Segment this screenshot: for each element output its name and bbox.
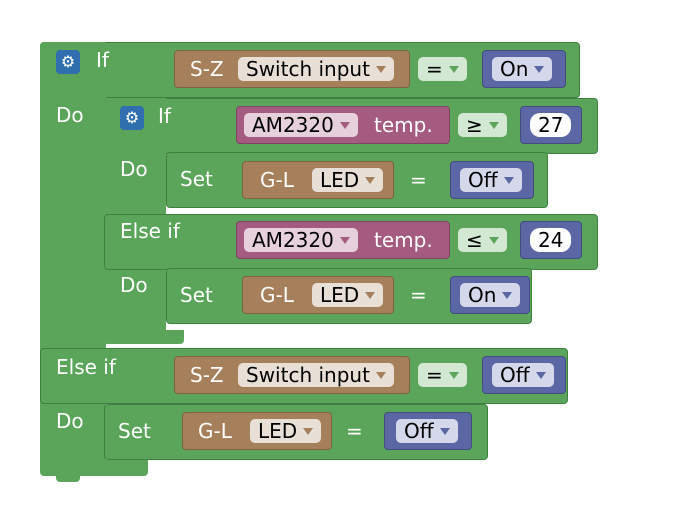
inner-do2-label: Do (120, 273, 148, 297)
sensor-dropdown[interactable]: AM2320 (244, 113, 358, 137)
dropdown-arrow-icon (439, 427, 450, 435)
operator-dropdown[interactable]: ≥ (458, 113, 507, 137)
dropdown-arrow-icon (488, 236, 499, 244)
dropdown-arrow-icon (375, 371, 386, 379)
inner-if-label: If (158, 104, 171, 128)
measure-label: temp. (374, 113, 433, 137)
outer-bottom-notch (56, 474, 80, 482)
inner-if-footer (104, 330, 184, 344)
field-dropdown[interactable]: LED (312, 168, 384, 192)
dropdown-arrow-icon (375, 65, 386, 73)
inner-do-label: Do (120, 157, 148, 181)
set-label: Set (118, 419, 151, 443)
outer-do-label: Do (56, 103, 84, 127)
field-dropdown-value: LED (258, 419, 298, 443)
value-dropdown-value: Off (500, 363, 530, 387)
dropdown-arrow-icon (502, 291, 513, 299)
dropdown-arrow-icon (503, 176, 514, 184)
value-dropdown-value: Off (404, 419, 434, 443)
dropdown-arrow-icon (535, 371, 546, 379)
field-dropdown-value: Switch input (246, 363, 370, 387)
dropdown-arrow-icon (448, 371, 459, 379)
device-name: S-Z (190, 57, 224, 81)
value-dropdown[interactable]: Off (396, 419, 458, 443)
outer-else-if-label: Else if (56, 355, 116, 379)
device-name: S-Z (190, 363, 224, 387)
dropdown-arrow-icon (365, 291, 376, 299)
field-dropdown[interactable]: Switch input (238, 363, 394, 387)
value-dropdown-value: On (468, 283, 497, 307)
set-label: Set (180, 283, 213, 307)
field-dropdown-value: LED (320, 283, 360, 307)
value-dropdown[interactable]: On (492, 57, 553, 81)
equals-label: = (410, 283, 427, 307)
number-input[interactable]: 24 (530, 228, 572, 252)
operator-dropdown[interactable]: = (418, 363, 467, 387)
device-name: G-L (260, 168, 294, 192)
device-name: G-L (198, 419, 232, 443)
dropdown-arrow-icon (339, 236, 350, 244)
device-name: G-L (260, 283, 294, 307)
operator-value: ≥ (466, 113, 483, 137)
value-dropdown[interactable]: Off (492, 363, 554, 387)
dropdown-arrow-icon (303, 427, 314, 435)
equals-label: = (346, 419, 363, 443)
operator-value: = (426, 57, 443, 81)
gear-icon[interactable]: ⚙ (56, 50, 80, 74)
set-label: Set (180, 167, 213, 191)
sensor-value: AM2320 (252, 113, 334, 137)
dropdown-arrow-icon (365, 176, 376, 184)
dropdown-arrow-icon (448, 65, 459, 73)
number-input[interactable]: 27 (530, 113, 572, 137)
gear-icon[interactable]: ⚙ (120, 106, 144, 130)
dropdown-arrow-icon (488, 121, 499, 129)
dropdown-arrow-icon (339, 121, 350, 129)
sensor-value: AM2320 (252, 228, 334, 252)
value-dropdown-value: Off (468, 168, 498, 192)
inner-else-if-label: Else if (120, 219, 180, 243)
field-dropdown-value: Switch input (246, 57, 370, 81)
value-dropdown[interactable]: On (460, 283, 521, 307)
outer-do2-label: Do (56, 409, 84, 433)
measure-label: temp. (374, 228, 433, 252)
field-dropdown[interactable]: LED (250, 419, 322, 443)
operator-value: ≤ (466, 228, 483, 252)
outer-if-footer (40, 460, 148, 476)
sensor-dropdown[interactable]: AM2320 (244, 228, 358, 252)
value-dropdown[interactable]: Off (460, 168, 522, 192)
operator-dropdown[interactable]: ≤ (458, 228, 507, 252)
field-dropdown-value: LED (320, 168, 360, 192)
field-dropdown[interactable]: LED (312, 283, 384, 307)
operator-dropdown[interactable]: = (418, 57, 467, 81)
dropdown-arrow-icon (534, 65, 545, 73)
outer-if-label: If (96, 48, 109, 72)
field-dropdown[interactable]: Switch input (238, 57, 394, 81)
operator-value: = (426, 363, 443, 387)
equals-label: = (410, 168, 427, 192)
value-dropdown-value: On (500, 57, 529, 81)
